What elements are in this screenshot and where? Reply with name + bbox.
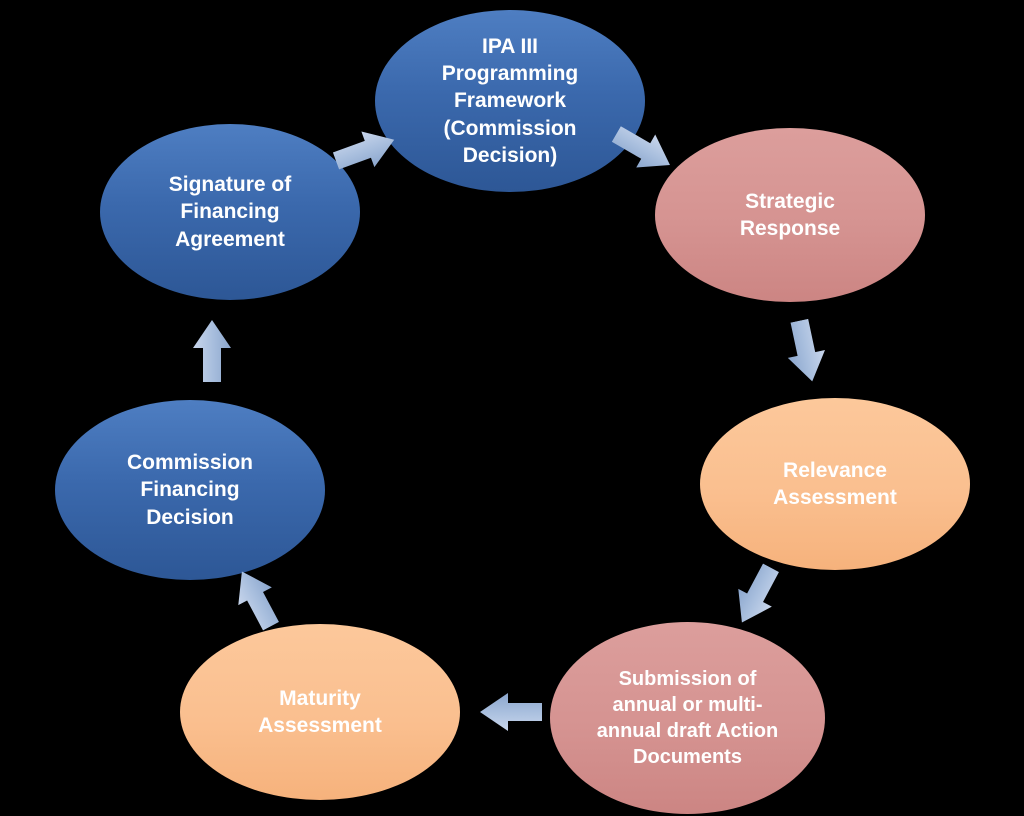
node-label: Relevance Assessment — [773, 458, 897, 509]
node-strategic-response: Strategic Response — [655, 128, 925, 302]
node-label: IPA III Programming Framework (Commissio… — [441, 34, 579, 167]
node-submission-draft-action-documents: Submission of annual or multi-annual dra… — [550, 622, 825, 814]
node-ipa-iii-programming-framework: IPA III Programming Framework (Commissio… — [375, 10, 645, 192]
node-label: Commission Financing Decision — [126, 451, 254, 529]
arrow-signature-to-ipa-icon — [332, 131, 395, 170]
arrow-maturity-to-commission-icon — [238, 571, 279, 631]
arrow-commission-to-signature-icon — [193, 320, 231, 382]
arrow-relevance-to-submission-icon — [738, 563, 779, 623]
arrow-submission-to-maturity-icon — [480, 693, 542, 731]
node-relevance-assessment: Relevance Assessment — [700, 398, 970, 570]
node-signature-of-financing-agreement: Signature of Financing Agreement — [100, 124, 360, 300]
arrow-strategic-to-relevance-icon — [787, 318, 826, 382]
node-label: Strategic Response — [739, 189, 841, 240]
node-commission-financing-decision: Commission Financing Decision — [55, 400, 325, 580]
node-label: Signature of Financing Agreement — [168, 173, 292, 251]
node-maturity-assessment: Maturity Assessment — [180, 624, 460, 800]
node-label: Maturity Assessment — [258, 686, 382, 737]
node-label: Submission of annual or multi-annual dra… — [596, 668, 779, 768]
arrow-ipa-to-strategic-icon — [611, 126, 670, 168]
